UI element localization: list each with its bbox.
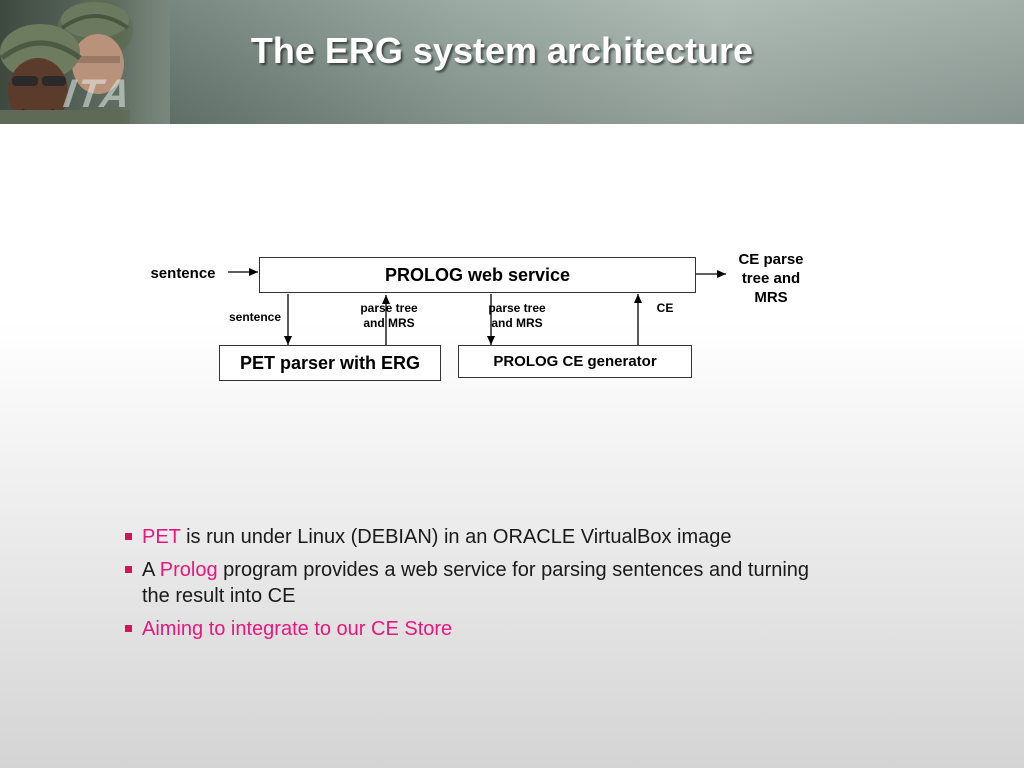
bullet-prefix: A <box>142 559 160 581</box>
parse-up-label: parse tree and MRS <box>350 301 428 331</box>
ce-store-highlight: Aiming to integrate to our CE Store <box>142 618 453 640</box>
ce-generator-label: PROLOG CE generator <box>493 353 657 370</box>
ce-up-label: CE <box>656 301 674 315</box>
prolog-web-service-label: PROLOG web service <box>384 264 571 285</box>
bullet-item: A Prolog program provides a web service … <box>122 557 842 609</box>
parse-down-label: parse tree and MRS <box>478 301 556 331</box>
input-sentence-label: sentence <box>150 265 216 282</box>
bullet-marker-icon <box>125 566 132 573</box>
bullet-text: program provides a web service for parsi… <box>142 559 810 607</box>
prolog-web-service-box: PROLOG web service <box>259 257 696 293</box>
bullet-marker-icon <box>125 533 132 540</box>
bullet-text: is run under Linux (DEBIAN) in an ORACLE… <box>180 526 732 548</box>
parse-down-label-line1: parse tree <box>488 301 546 315</box>
output-label-line1: CE parse <box>738 251 804 268</box>
output-label-line2: tree and <box>741 269 801 287</box>
photo-fade <box>120 0 170 124</box>
sentence-down-label: sentence <box>228 310 282 324</box>
pet-parser-box: PET parser with ERG <box>219 345 441 381</box>
banner-shade <box>0 0 1024 124</box>
pet-parser-label: PET parser with ERG <box>239 352 421 373</box>
pet-highlight: PET <box>142 526 181 548</box>
bullet-item: PET is run under Linux (DEBIAN) in an OR… <box>122 524 842 550</box>
parse-down-label-line2: and MRS <box>491 316 543 330</box>
bullet-marker-icon <box>125 625 132 632</box>
parse-up-label-line2: and MRS <box>363 316 415 330</box>
parse-up-label-line1: parse tree <box>360 301 418 315</box>
ita-logo: ITA <box>60 72 135 116</box>
prolog-highlight: Prolog <box>159 559 218 581</box>
soldiers-photo <box>0 0 170 124</box>
bullet-list: PET is run under Linux (DEBIAN) in an OR… <box>122 524 842 649</box>
output-label: CE parse tree and MRS <box>726 251 816 307</box>
bullet-item: Aiming to integrate to our CE Store <box>122 616 842 642</box>
ce-generator-box: PROLOG CE generator <box>458 345 692 378</box>
slide-title: The ERG system architecture <box>250 30 754 71</box>
output-label-line3: MRS <box>754 288 788 306</box>
header-banner: ITA The ERG system architecture <box>0 0 1024 124</box>
